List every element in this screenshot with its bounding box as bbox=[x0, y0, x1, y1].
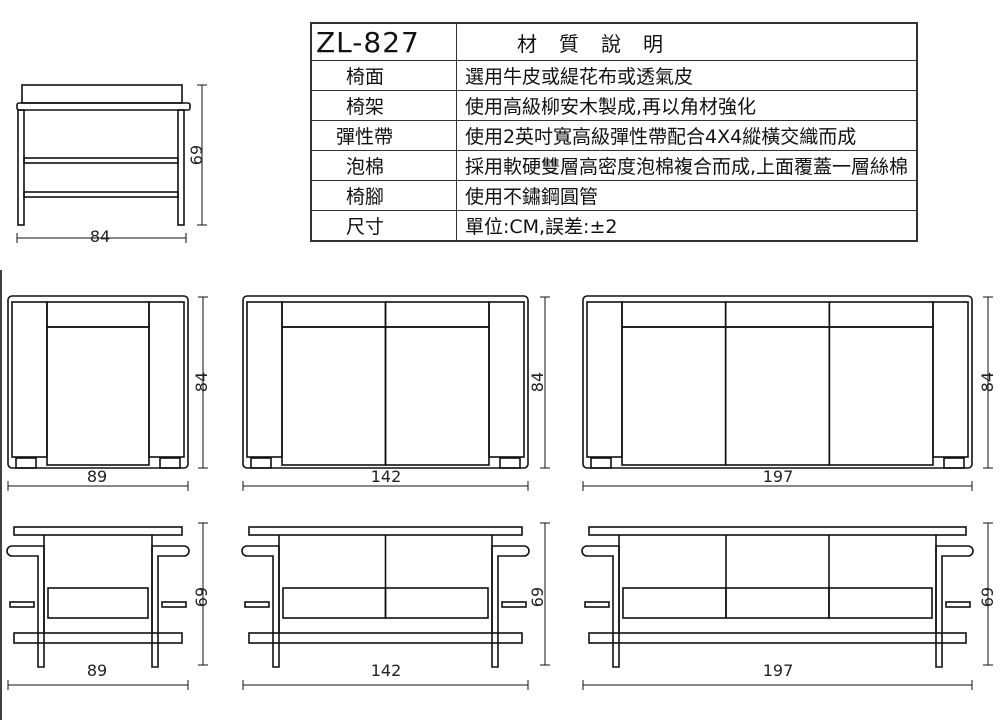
double-seat-cushion bbox=[281, 326, 387, 466]
table-row: 椅面選用牛皮或緹花布或透氣皮 bbox=[310, 60, 918, 91]
single-right-arm bbox=[148, 301, 185, 458]
table-title: 材質說明 bbox=[455, 22, 918, 61]
furniture-drawings bbox=[6, 84, 993, 690]
side-lower-rail bbox=[23, 191, 179, 198]
triple-back-cushion bbox=[724, 301, 831, 328]
side-rear-leg bbox=[177, 109, 185, 226]
side-front-leg bbox=[17, 109, 25, 226]
triple-height-label: 69 bbox=[978, 587, 997, 607]
double-right-foot bbox=[499, 457, 521, 469]
double-back-cushion bbox=[384, 301, 490, 328]
double-width-label: 142 bbox=[371, 467, 402, 486]
triple-back-cushion bbox=[828, 301, 934, 328]
side-back-cushion bbox=[21, 84, 183, 104]
table-row: 彈性帶使用2英吋寬高級彈性帶配合4X4縱橫交織而成 bbox=[310, 120, 918, 151]
single-right-armrest-tube bbox=[151, 545, 190, 668]
row-value: 單位:CM,誤差:±2 bbox=[455, 210, 918, 242]
double-width-label-2: 142 bbox=[371, 661, 402, 680]
table-row: 椅腳使用不鏽鋼圓管 bbox=[310, 180, 918, 211]
table-row: 尺寸單位:CM,誤差:±2 bbox=[310, 210, 918, 242]
row-value: 使用2英吋寬高級彈性帶配合4X4縱橫交織而成 bbox=[455, 120, 918, 151]
triple-back-cushion bbox=[621, 301, 727, 328]
row-label: 椅架 bbox=[310, 90, 457, 121]
single-width-label: 89 bbox=[87, 467, 107, 486]
double-left-foot bbox=[250, 457, 272, 469]
side-height-label: 69 bbox=[187, 145, 206, 165]
single-back-cushion bbox=[46, 301, 150, 328]
triple-backrest-top bbox=[588, 526, 967, 536]
double-right-armrest-tube bbox=[491, 545, 530, 668]
row-value: 使用高級柳安木製成,再以角材強化 bbox=[455, 90, 918, 121]
double-left-side-bar bbox=[244, 601, 270, 608]
double-outer-frame bbox=[242, 295, 529, 469]
single-right-foot bbox=[159, 457, 181, 469]
triple-left-side-bar bbox=[584, 601, 610, 608]
single-left-arm bbox=[11, 301, 48, 458]
triple-right-armrest-tube bbox=[935, 545, 974, 668]
double-seat-cushion bbox=[384, 326, 490, 466]
double-base-rail bbox=[248, 632, 523, 644]
single-seat-cushion bbox=[46, 326, 150, 466]
single-outer-frame bbox=[7, 295, 189, 469]
single-left-side-bar bbox=[9, 601, 35, 608]
table-row: 椅架使用高級柳安木製成,再以角材強化 bbox=[310, 90, 918, 121]
double-right-arm bbox=[488, 301, 525, 458]
double-left-arm bbox=[246, 301, 283, 458]
triple-base-rail bbox=[588, 632, 967, 644]
row-value: 使用不鏽鋼圓管 bbox=[455, 180, 918, 211]
row-label: 椅面 bbox=[310, 60, 457, 91]
triple-left-arm bbox=[586, 301, 623, 458]
side-mid-rail bbox=[23, 157, 179, 164]
model-number: ZL-827 bbox=[310, 22, 457, 61]
triple-front-seat-cushion bbox=[828, 587, 933, 619]
row-label: 彈性帶 bbox=[310, 120, 457, 151]
triple-width-label: 197 bbox=[763, 467, 794, 486]
material-spec-table: ZL-827 材質說明 椅面選用牛皮或緹花布或透氣皮 椅架使用高級柳安木製成,再… bbox=[310, 22, 918, 242]
single-right-side-bar bbox=[161, 601, 187, 608]
single-front-seat-cushion bbox=[47, 587, 149, 619]
triple-left-foot bbox=[590, 457, 612, 469]
double-front-seat-cushion bbox=[282, 587, 387, 619]
single-backrest-top bbox=[13, 526, 183, 536]
table-header-row: ZL-827 材質說明 bbox=[310, 22, 918, 61]
triple-outer-frame bbox=[582, 295, 973, 469]
double-height-label: 69 bbox=[528, 587, 547, 607]
row-value: 選用牛皮或緹花布或透氣皮 bbox=[455, 60, 918, 91]
triple-seat-cushion bbox=[621, 326, 727, 466]
single-base-rail bbox=[13, 632, 183, 644]
single-width-label-2: 89 bbox=[87, 661, 107, 680]
double-backrest-top bbox=[248, 526, 523, 536]
side-depth-label: 84 bbox=[90, 227, 110, 246]
row-value: 採用軟硬雙層高密度泡棉複合而成,上面覆蓋一層絲棉 bbox=[455, 150, 918, 181]
triple-right-side-bar bbox=[945, 601, 971, 608]
triple-front-seat-cushion bbox=[622, 587, 727, 619]
single-left-armrest-tube bbox=[6, 545, 45, 668]
table-row: 泡棉採用軟硬雙層高密度泡棉複合而成,上面覆蓋一層絲棉 bbox=[310, 150, 918, 181]
row-label: 椅腳 bbox=[310, 180, 457, 211]
single-depth-label: 84 bbox=[192, 372, 211, 392]
single-left-foot bbox=[15, 457, 37, 469]
triple-seat-cushion bbox=[828, 326, 934, 466]
triple-seat-cushion bbox=[724, 326, 831, 466]
double-front-seat-cushion bbox=[384, 587, 489, 619]
triple-width-label-2: 197 bbox=[763, 661, 794, 680]
triple-left-armrest-tube bbox=[581, 545, 620, 668]
row-label: 泡棉 bbox=[310, 150, 457, 181]
triple-right-foot bbox=[943, 457, 965, 469]
triple-depth-label: 84 bbox=[978, 372, 997, 392]
double-left-armrest-tube bbox=[241, 545, 280, 668]
single-height-label: 69 bbox=[192, 587, 211, 607]
row-label: 尺寸 bbox=[310, 210, 457, 242]
side-top-rail bbox=[16, 102, 191, 111]
triple-front-seat-cushion bbox=[725, 587, 830, 619]
double-right-side-bar bbox=[501, 601, 527, 608]
double-depth-label: 84 bbox=[528, 372, 547, 392]
double-back-cushion bbox=[281, 301, 387, 328]
triple-right-arm bbox=[932, 301, 969, 458]
